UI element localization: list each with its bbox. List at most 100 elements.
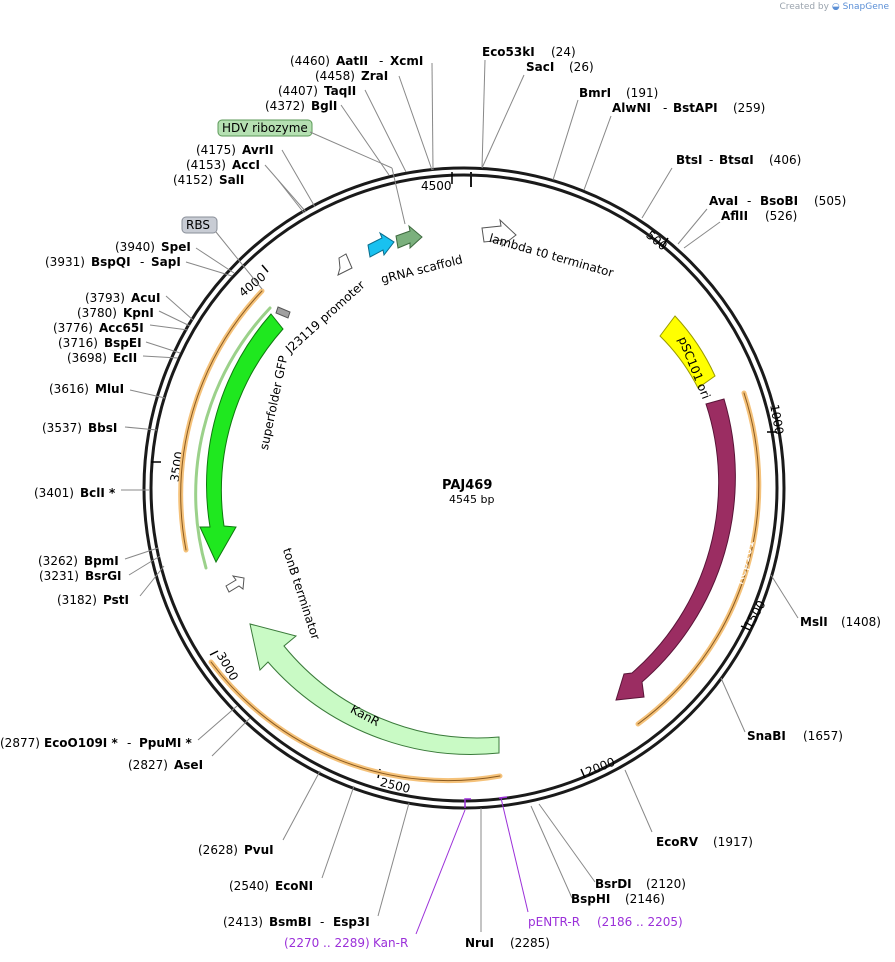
feature-superfolder-gfp[interactable]: superfolder GFP (199, 313, 291, 564)
site-ecii[interactable]: (3698) EcII (67, 351, 137, 365)
site-separator: - (127, 736, 131, 750)
j23119-promoter-label: J23119 promoter (282, 278, 367, 357)
lambda-t0-terminator-label: lambda t0 terminator (488, 231, 616, 280)
site-position: (3931) (45, 255, 85, 269)
site-name: EcoNI (275, 879, 313, 893)
site-position: (3940) (115, 240, 155, 254)
site-position: (4152) (173, 173, 213, 187)
tick-label-2000: 2000 (583, 755, 617, 779)
orf-arcs (178, 288, 762, 784)
site-msli[interactable]: MslI (1408) (800, 615, 881, 629)
site-spei[interactable]: (3940) SpeI (115, 240, 191, 254)
site-eco53ki[interactable]: Eco53kI (24) (482, 45, 576, 59)
site-saci[interactable]: SacI (26) (526, 60, 594, 74)
site-name: AlwNI (612, 101, 651, 115)
site-bmri[interactable]: BmrI (191) (579, 86, 658, 100)
site-bsrdi[interactable]: BsrDI (2120) (595, 877, 686, 891)
site-ecorv[interactable]: EcoRV (1917) (656, 835, 753, 849)
site-aflii[interactable]: AflII (526) (721, 209, 797, 223)
site-position: (505) (814, 194, 846, 208)
site-separator: - (379, 54, 383, 68)
site-kpni[interactable]: (3780) KpnI (77, 306, 154, 320)
site-position: (3716) (58, 336, 98, 350)
site-name: NruI (465, 936, 494, 950)
site-name: EcoO109I * (44, 736, 118, 750)
tick-label-1500: 1500 (741, 598, 768, 631)
superfolder-gfp-label: superfolder GFP (257, 354, 291, 451)
feature-j23119-promoter[interactable]: J23119 promoter (275, 253, 368, 357)
site-name: SalI (219, 173, 244, 187)
primer-pentr-r[interactable]: pENTR-R (2186 .. 2205) (498, 796, 683, 929)
feature-hdv-ribozyme[interactable]: HDV ribozyme (217, 119, 406, 225)
site-position: (3780) (77, 306, 117, 320)
site-taqii[interactable]: (4407) TaqII (278, 84, 356, 98)
site-bspqi-sapi[interactable]: (3931) BspQI - SapI (45, 255, 181, 269)
feature-rbs[interactable]: RBS (181, 216, 263, 290)
feature-tonb-terminator[interactable]: tonB terminator (225, 546, 323, 641)
site-position: (2877) (0, 736, 40, 750)
site-position: (4407) (278, 84, 318, 98)
site-name: AcuI (131, 291, 160, 305)
feature-psc101-ori[interactable]: pSC101 ori (659, 315, 716, 401)
site-position: (1657) (803, 729, 843, 743)
site-pvui[interactable]: (2628) PvuI (198, 843, 274, 857)
feature-kanr[interactable]: KanR (249, 623, 500, 755)
site-bpmi[interactable]: (3262) BpmI (38, 554, 119, 568)
site-bgli[interactable]: (4372) BglI (265, 99, 337, 113)
primer-kan-r-range: (2270 .. 2289) (284, 936, 370, 950)
site-position: (3231) (39, 569, 79, 583)
site-bbsi[interactable]: (3537) BbsI (42, 421, 117, 435)
site-position: (3401) (34, 486, 74, 500)
rbs-label: RBS (186, 218, 210, 232)
site-alwni-bstapi[interactable]: AlwNI - BstAPI (259) (612, 101, 765, 115)
site-name: BsmBI (269, 915, 311, 929)
site-name: BbsI (88, 421, 117, 435)
tick-label-4000: 4000 (236, 269, 268, 299)
site-aatii-xcmi[interactable]: (4460) AatII - XcmI (290, 54, 423, 68)
site-position: (2413) (223, 915, 263, 929)
primer-kan-r[interactable]: (2270 .. 2289) Kan-R (284, 798, 471, 950)
site-name: Acc65I (99, 321, 144, 335)
site-bsrgi[interactable]: (3231) BsrGI (39, 569, 122, 583)
site-name: PvuI (244, 843, 274, 857)
site-acui[interactable]: (3793) AcuI (85, 291, 160, 305)
site-name: AccI (232, 158, 260, 172)
site-name: KpnI (123, 306, 154, 320)
site-name: TaqII (324, 84, 356, 98)
site-position: (2120) (646, 877, 686, 891)
site-acci[interactable]: (4153) AccI (186, 158, 260, 172)
site-btsi-btsai[interactable]: BtsI - BtsαI (406) (676, 153, 801, 167)
plasmid-length: 4545 bp (449, 493, 494, 506)
site-ecoo109i-ppumi[interactable]: (2877) EcoO109I * - PpuMI * (0, 736, 193, 750)
site-separator: - (663, 101, 667, 115)
tick-label-1000: 1000 (767, 403, 786, 436)
primer-pentr-r-name: pENTR-R (528, 915, 580, 929)
site-position: (1917) (713, 835, 753, 849)
site-zrai[interactable]: (4458) ZraI (315, 69, 388, 83)
plasmid-backbone (142, 166, 786, 810)
feature-grna-scaffold[interactable]: gRNA scaffold (367, 224, 464, 286)
site-bsphi[interactable]: BspHI (2146) (571, 892, 665, 906)
site-psti[interactable]: (3182) PstI (57, 593, 129, 607)
site-position: (3182) (57, 593, 97, 607)
site-bsmbi-esp3i[interactable]: (2413) BsmBI - Esp3I (223, 915, 370, 929)
site-nrui[interactable]: NruI (2285) (465, 936, 550, 950)
site-bspei[interactable]: (3716) BspEI (58, 336, 142, 350)
site-mlui[interactable]: (3616) MluI (49, 382, 124, 396)
hdv-ribozyme-label: HDV ribozyme (222, 121, 308, 135)
site-bcli[interactable]: (3401) BclI * (34, 486, 116, 500)
site-name: BsrGI (85, 569, 122, 583)
site-separator: - (709, 153, 713, 167)
site-econi[interactable]: (2540) EcoNI (229, 879, 313, 893)
site-acc65i[interactable]: (3776) Acc65I (53, 321, 144, 335)
site-snabi[interactable]: SnaBI (1657) (747, 729, 843, 743)
site-avai-bsobi[interactable]: AvaI - BsoBI (505) (709, 194, 846, 208)
site-asei[interactable]: (2827) AseI (128, 758, 203, 772)
site-position: (2146) (625, 892, 665, 906)
site-avrii[interactable]: (4175) AvrII (196, 143, 274, 157)
site-sali[interactable]: (4152) SalI (173, 173, 244, 187)
site-position: (3776) (53, 321, 93, 335)
feature-lambda-t0-terminator[interactable]: lambda t0 terminator (481, 218, 616, 280)
site-name: BsrDI (595, 877, 632, 891)
